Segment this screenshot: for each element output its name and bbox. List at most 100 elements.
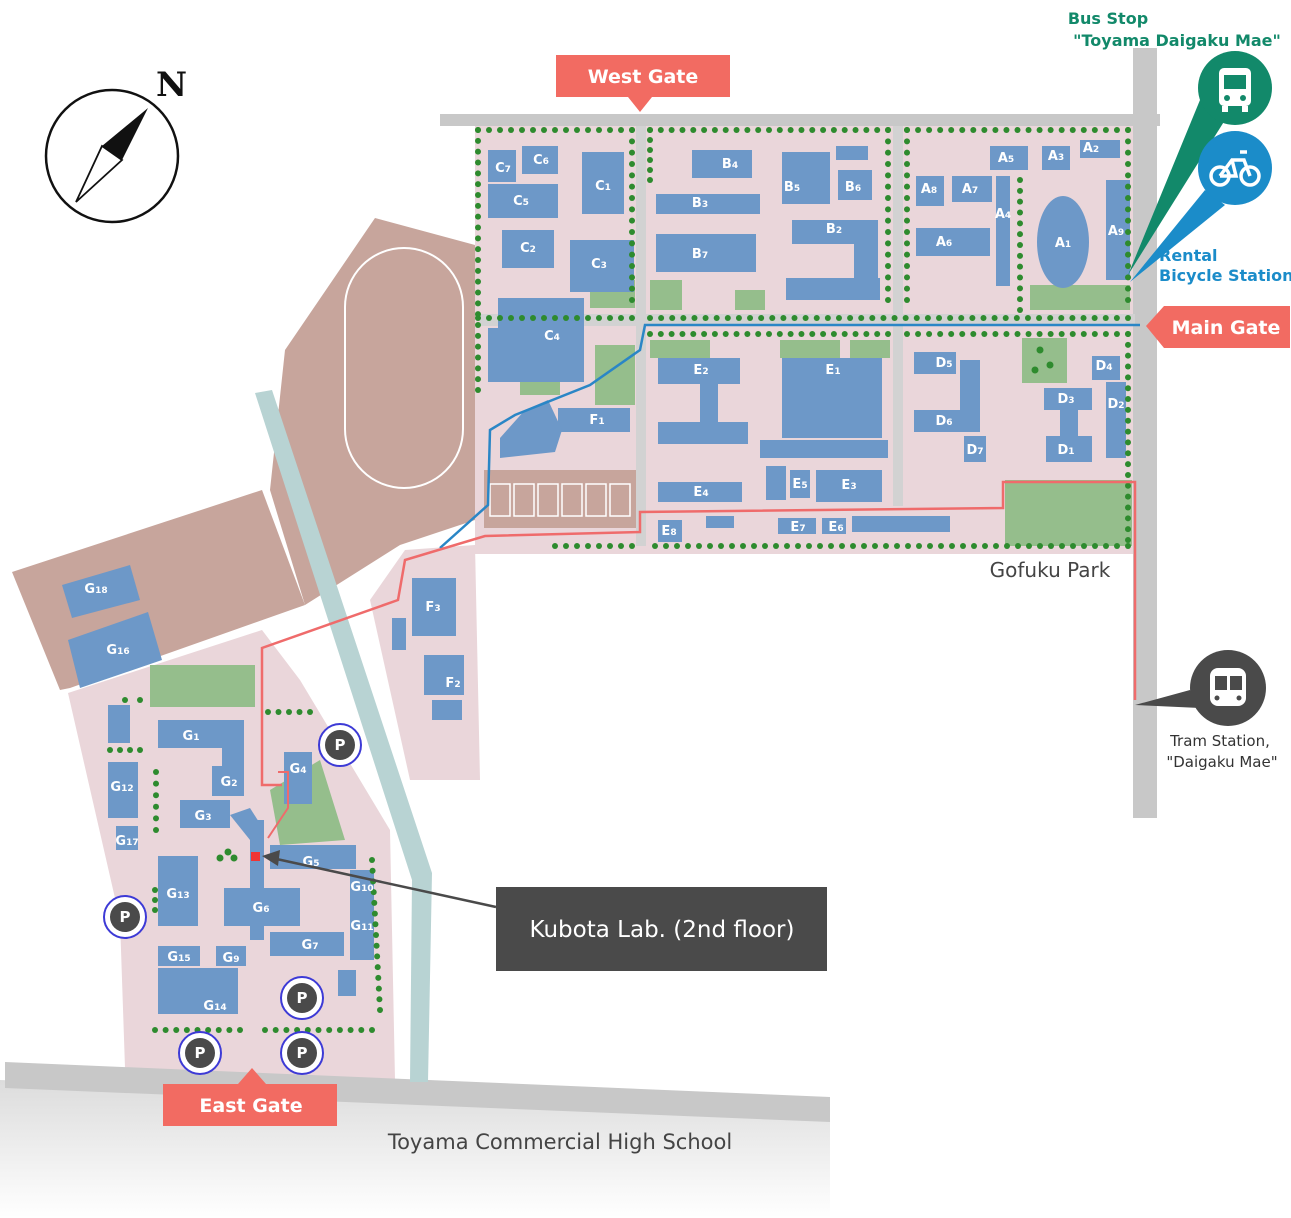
building-label-f2[interactable]: F2 xyxy=(445,676,460,691)
building-label-d1[interactable]: D1 xyxy=(1057,443,1074,458)
building-label-a1[interactable]: A1 xyxy=(1055,236,1071,251)
parking-marker[interactable]: P xyxy=(280,1031,324,1075)
bus-stop[interactable]: Bus Stop "Toyama Daigaku Mae" xyxy=(1068,9,1281,275)
building-label-g6[interactable]: G6 xyxy=(253,901,270,916)
parking-marker[interactable]: P xyxy=(280,976,324,1020)
tree xyxy=(1036,315,1043,321)
east-gate[interactable]: East Gate xyxy=(163,1068,337,1126)
tree xyxy=(938,543,944,549)
tree xyxy=(904,172,910,179)
tree xyxy=(835,315,842,321)
building-label-b3[interactable]: B3 xyxy=(692,196,708,211)
tram-station[interactable]: Tram Station, "Daigaku Mae" xyxy=(1135,650,1278,771)
tree xyxy=(1081,543,1087,549)
building-label-g5[interactable]: G5 xyxy=(303,855,320,870)
building-label-g14[interactable]: G14 xyxy=(203,999,226,1014)
building-label-e7[interactable]: E7 xyxy=(790,520,805,535)
tree xyxy=(981,127,988,133)
building-label-b4[interactable]: B4 xyxy=(722,157,738,172)
building-label-g17[interactable]: G17 xyxy=(115,834,138,849)
building-label-a8[interactable]: A8 xyxy=(921,182,937,197)
building-label-g18[interactable]: G18 xyxy=(84,582,107,597)
building-label-c6[interactable]: C6 xyxy=(533,153,549,168)
parking-marker[interactable]: P xyxy=(178,1031,222,1075)
tree xyxy=(1125,285,1131,292)
building-label-e2[interactable]: E2 xyxy=(693,363,708,378)
building-label-g1[interactable]: G1 xyxy=(183,729,200,744)
building-label-e4[interactable]: E4 xyxy=(693,485,708,500)
building-label-a9[interactable]: A9 xyxy=(1108,224,1124,239)
tree xyxy=(497,315,503,321)
building-label-c4[interactable]: C4 xyxy=(544,329,560,344)
tree xyxy=(755,331,762,337)
building-label-f1[interactable]: F1 xyxy=(589,413,604,428)
tree xyxy=(828,543,834,549)
kubota-lab-marker[interactable] xyxy=(251,852,260,861)
building-label-g2[interactable]: G2 xyxy=(221,775,238,790)
building-label-a2[interactable]: A2 xyxy=(1083,141,1099,156)
building-label-a6[interactable]: A6 xyxy=(936,235,952,250)
tree xyxy=(1047,331,1054,337)
tree xyxy=(861,543,867,549)
west-gate[interactable]: West Gate xyxy=(556,55,730,112)
building-label-g10[interactable]: G10 xyxy=(350,880,373,895)
building-label-e1[interactable]: E1 xyxy=(825,363,840,378)
building-label-a5[interactable]: A5 xyxy=(998,151,1014,166)
building-label-b6[interactable]: B6 xyxy=(845,180,861,195)
building-label-e3[interactable]: E3 xyxy=(841,478,856,493)
building-label-d4[interactable]: D4 xyxy=(1095,359,1112,374)
tree xyxy=(885,331,891,337)
building-label-c1[interactable]: C1 xyxy=(595,179,611,194)
building-label-a7[interactable]: A7 xyxy=(962,182,978,197)
tree xyxy=(475,300,481,307)
building-label-g9[interactable]: G9 xyxy=(223,951,240,966)
building-label-g4[interactable]: G4 xyxy=(290,762,307,777)
tree xyxy=(1003,331,1010,337)
tree xyxy=(375,985,382,992)
building-label-g3[interactable]: G3 xyxy=(195,809,212,824)
building-label-e6[interactable]: E6 xyxy=(828,520,843,535)
building-label-g15[interactable]: G15 xyxy=(167,950,190,965)
building-label-g11[interactable]: G11 xyxy=(350,919,373,934)
building-label-e5[interactable]: E5 xyxy=(792,477,807,492)
main-gate[interactable]: Main Gate xyxy=(1146,306,1290,348)
building-label-g13[interactable]: G13 xyxy=(166,887,189,902)
building-label-b2[interactable]: B2 xyxy=(826,222,842,237)
tree xyxy=(607,127,613,133)
kubota-lab-callout[interactable]: Kubota Lab. (2nd floor) xyxy=(262,850,827,971)
tree xyxy=(905,543,911,549)
tree xyxy=(475,376,481,383)
tree xyxy=(980,315,987,321)
tree xyxy=(1036,331,1043,337)
building-label-c3[interactable]: C3 xyxy=(591,257,607,272)
building-label-c7[interactable]: C7 xyxy=(495,161,511,176)
parking-marker[interactable]: P xyxy=(103,895,147,939)
tree xyxy=(852,127,859,133)
buildings-main xyxy=(488,140,1130,542)
bicycle-station[interactable]: Rental Bicycle Station xyxy=(1130,131,1291,285)
building-label-c5[interactable]: C5 xyxy=(513,194,529,209)
building-label-g12[interactable]: G12 xyxy=(110,780,133,795)
canal xyxy=(255,390,432,1082)
tree xyxy=(326,1027,333,1033)
building-label-d3[interactable]: D3 xyxy=(1057,392,1074,407)
building-label-g7[interactable]: G7 xyxy=(302,938,319,953)
tree xyxy=(563,543,569,549)
building-label-d7[interactable]: D7 xyxy=(966,443,983,458)
tree xyxy=(885,251,891,258)
building-label-a3[interactable]: A3 xyxy=(1048,149,1064,164)
building-label-c2[interactable]: C2 xyxy=(520,241,536,256)
tree xyxy=(787,331,794,337)
building-label-d2[interactable]: D2 xyxy=(1107,397,1124,412)
building-label-f3[interactable]: F3 xyxy=(425,600,440,615)
building-label-g16[interactable]: G16 xyxy=(106,643,129,658)
parking-marker[interactable]: P xyxy=(318,723,362,767)
building-label-d5[interactable]: D5 xyxy=(935,356,952,371)
building-label-b5[interactable]: B5 xyxy=(784,180,800,195)
building-label-b7[interactable]: B7 xyxy=(692,247,708,262)
building-label-a4[interactable]: A4 xyxy=(995,207,1011,222)
gofuku-park-label: Gofuku Park xyxy=(990,558,1111,582)
building-label-d6[interactable]: D6 xyxy=(935,414,952,429)
building-label-e8[interactable]: E8 xyxy=(661,524,676,539)
tree xyxy=(1036,346,1044,354)
